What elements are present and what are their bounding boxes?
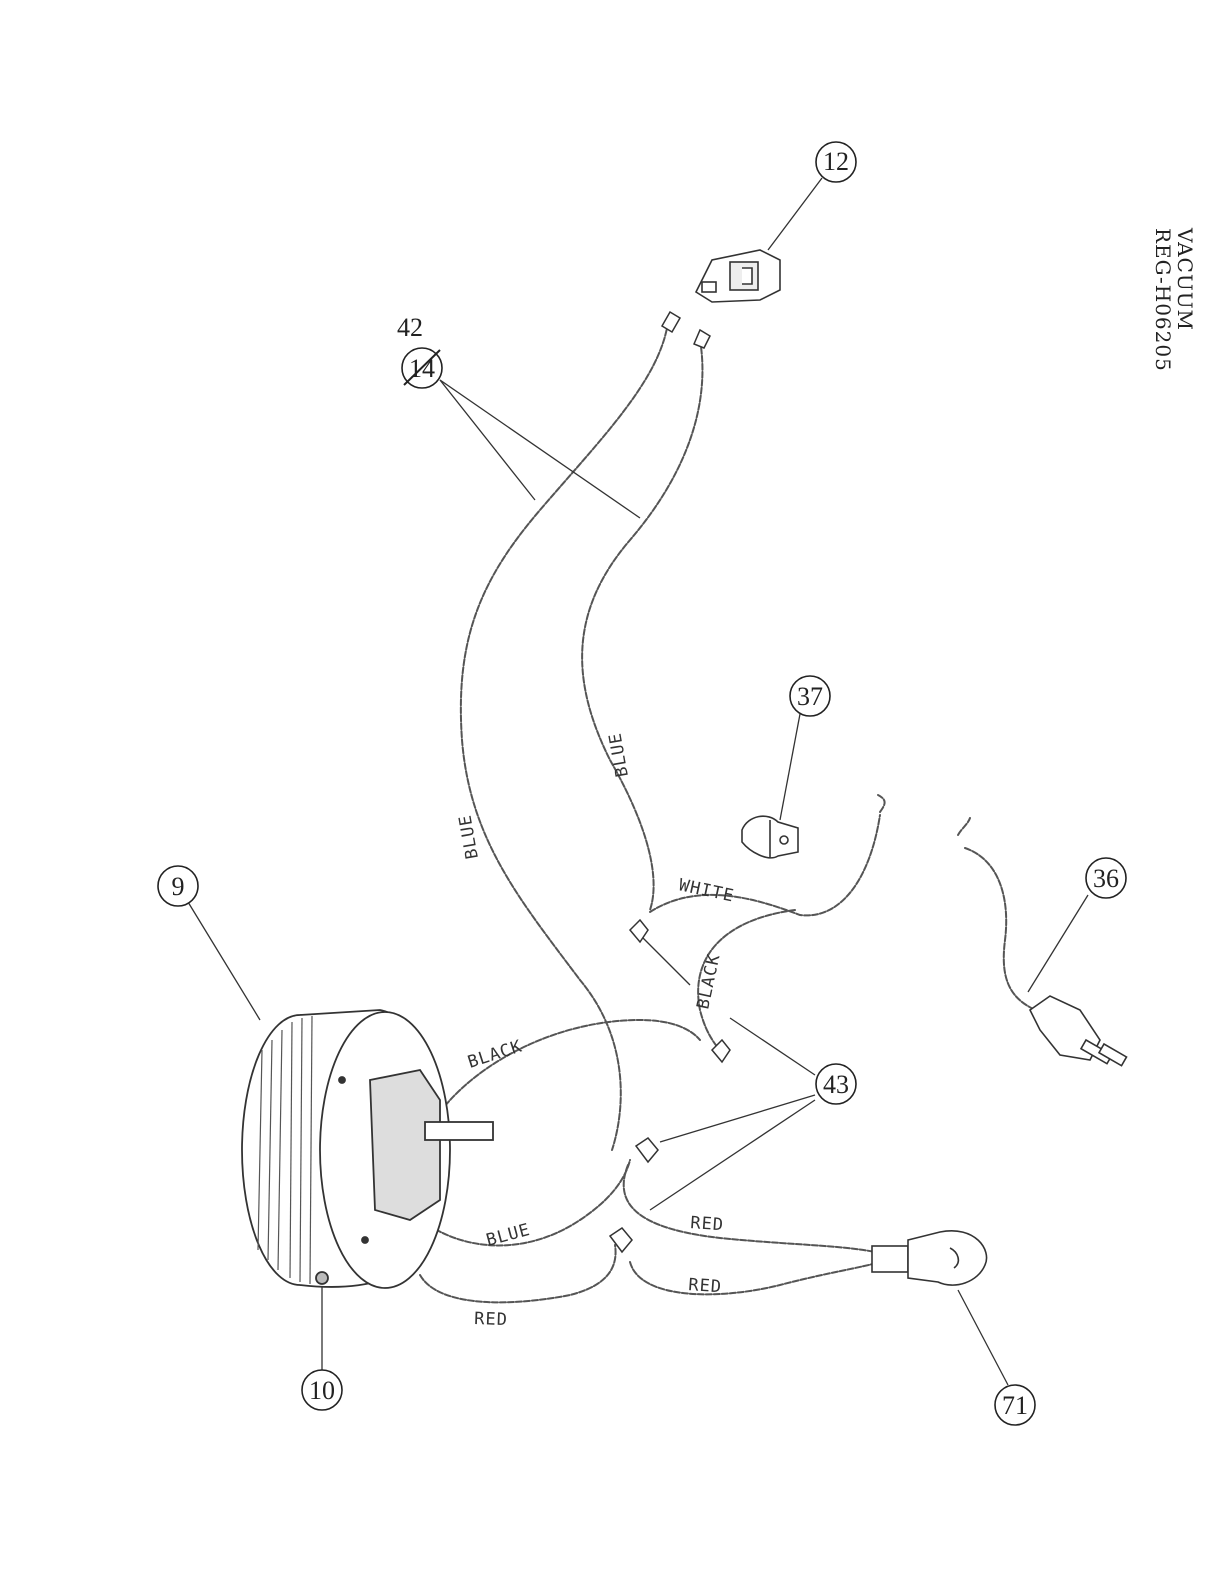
leader-43-d [649, 1099, 816, 1211]
callout-circle-71 [994, 1384, 1036, 1426]
label-blue-motor: BLUE [484, 1220, 533, 1251]
wire-white [649, 814, 881, 917]
leader-37 [779, 713, 801, 821]
callout-42: 42 [397, 313, 423, 342]
wire-nut-icon [628, 918, 649, 944]
callout-circle-43 [815, 1063, 857, 1105]
switch-icon [694, 249, 781, 303]
power-cord-36 [964, 847, 1041, 1013]
wire-blue-left [459, 321, 669, 1151]
cord-end-white [877, 794, 886, 813]
callout-36: 36 [1093, 864, 1119, 893]
leader-42-b [439, 379, 641, 519]
terminal-icon [693, 328, 711, 349]
lamp-icon [871, 1230, 988, 1286]
label-red-upper: RED [690, 1213, 725, 1235]
leader-43-c [659, 1094, 816, 1143]
leader-12 [767, 177, 823, 251]
callout-43: 43 [823, 1070, 849, 1099]
callout-circle-12 [815, 141, 857, 183]
wire-black-vertical [697, 909, 796, 1049]
leader-42-a [439, 379, 536, 501]
plug-icon [1028, 995, 1128, 1067]
leader-43-a [639, 934, 691, 986]
wire-nut-icon [608, 1227, 633, 1254]
leader-43-b [729, 1017, 816, 1076]
label-black-motor: BLACK [465, 1036, 525, 1072]
motor-icon [241, 1009, 494, 1289]
strike-mark [403, 349, 441, 386]
label-red-lower: RED [688, 1275, 723, 1297]
label-blue-right: BLUE [605, 731, 633, 779]
document-header: VACUUM REG-H06205 [1151, 228, 1197, 372]
callout-circle-37 [789, 675, 831, 717]
callout-12: 12 [823, 147, 849, 176]
label-white: WHITE [677, 875, 736, 906]
wire-red-upper [622, 1164, 876, 1253]
wire-black-motor [439, 1018, 701, 1113]
header-part-number: REG-H06205 [1151, 228, 1175, 372]
terminal-icon [660, 310, 682, 334]
callout-circle-10 [301, 1369, 343, 1411]
wire-blue-motor [409, 1159, 631, 1247]
header-title: VACUUM [1173, 228, 1197, 332]
callout-circle-9 [157, 865, 199, 907]
callout-9: 9 [172, 872, 185, 901]
strain-relief-icon [741, 815, 799, 859]
wire-nut-icon [634, 1137, 659, 1164]
cord-end-36 [957, 817, 971, 836]
label-red-motor: RED [474, 1309, 508, 1330]
leader-36 [1027, 894, 1089, 993]
wire-blue-right [581, 339, 704, 911]
leader-9 [187, 901, 261, 1021]
wire-red-lower [629, 1261, 881, 1296]
wire-red-motor [419, 1244, 617, 1304]
callout-71: 71 [1002, 1391, 1028, 1420]
leader-71 [957, 1289, 1009, 1386]
wire-nut-icon [710, 1038, 731, 1064]
callout-10: 10 [309, 1376, 335, 1405]
label-black-vertical: BLACK [693, 952, 724, 1011]
callout-circle-36 [1085, 857, 1127, 899]
callout-37: 37 [797, 682, 823, 711]
